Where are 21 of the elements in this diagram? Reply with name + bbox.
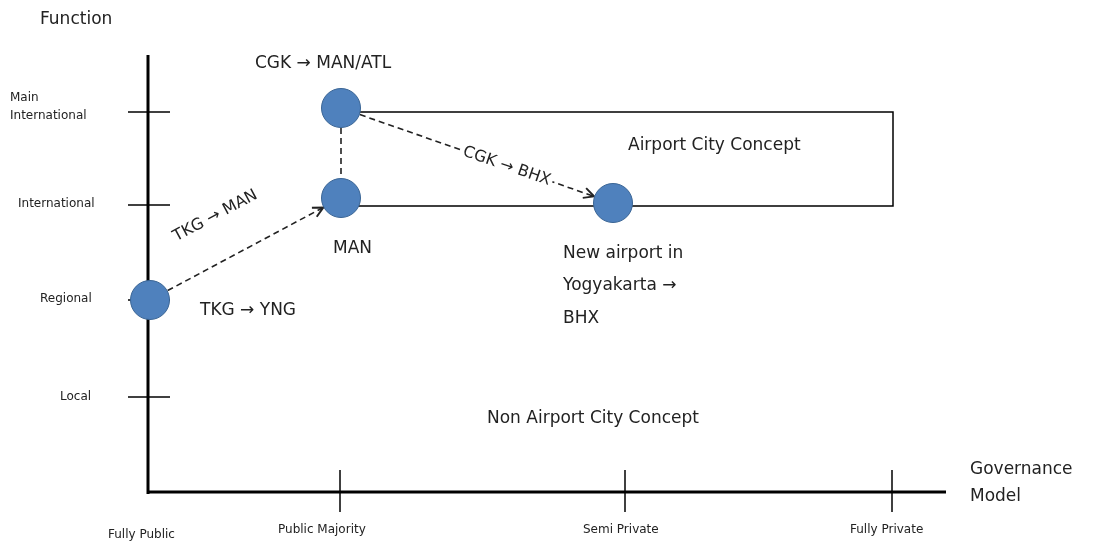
circle-marker	[593, 183, 633, 223]
axis-label: Public Majority	[278, 522, 367, 536]
arrow	[166, 206, 325, 292]
axis-label: Fully Public	[108, 527, 176, 541]
node-caption: CGK → MAN/ATL	[255, 51, 393, 74]
axis-label: Regional	[40, 291, 93, 305]
node-caption: New airport in Yogyakarta → BHX	[563, 241, 685, 329]
circle-marker	[321, 88, 361, 128]
axis-label: Semi Private	[583, 522, 660, 536]
axis-label: Main International	[10, 89, 88, 124]
node-caption: MAN	[333, 236, 373, 259]
circle-marker	[321, 178, 361, 218]
axis-label: International	[18, 196, 96, 210]
node-caption: TKG → YNG	[200, 298, 298, 321]
region-label: Non Airport City Concept	[487, 407, 700, 427]
circle-marker	[130, 280, 170, 320]
axis-label: Function	[40, 8, 114, 28]
region-label: Airport City Concept	[628, 134, 802, 154]
axis-label: Local	[60, 389, 93, 403]
axis-label: Fully Private	[850, 522, 925, 536]
axis-label: Governance Model	[970, 457, 1074, 508]
